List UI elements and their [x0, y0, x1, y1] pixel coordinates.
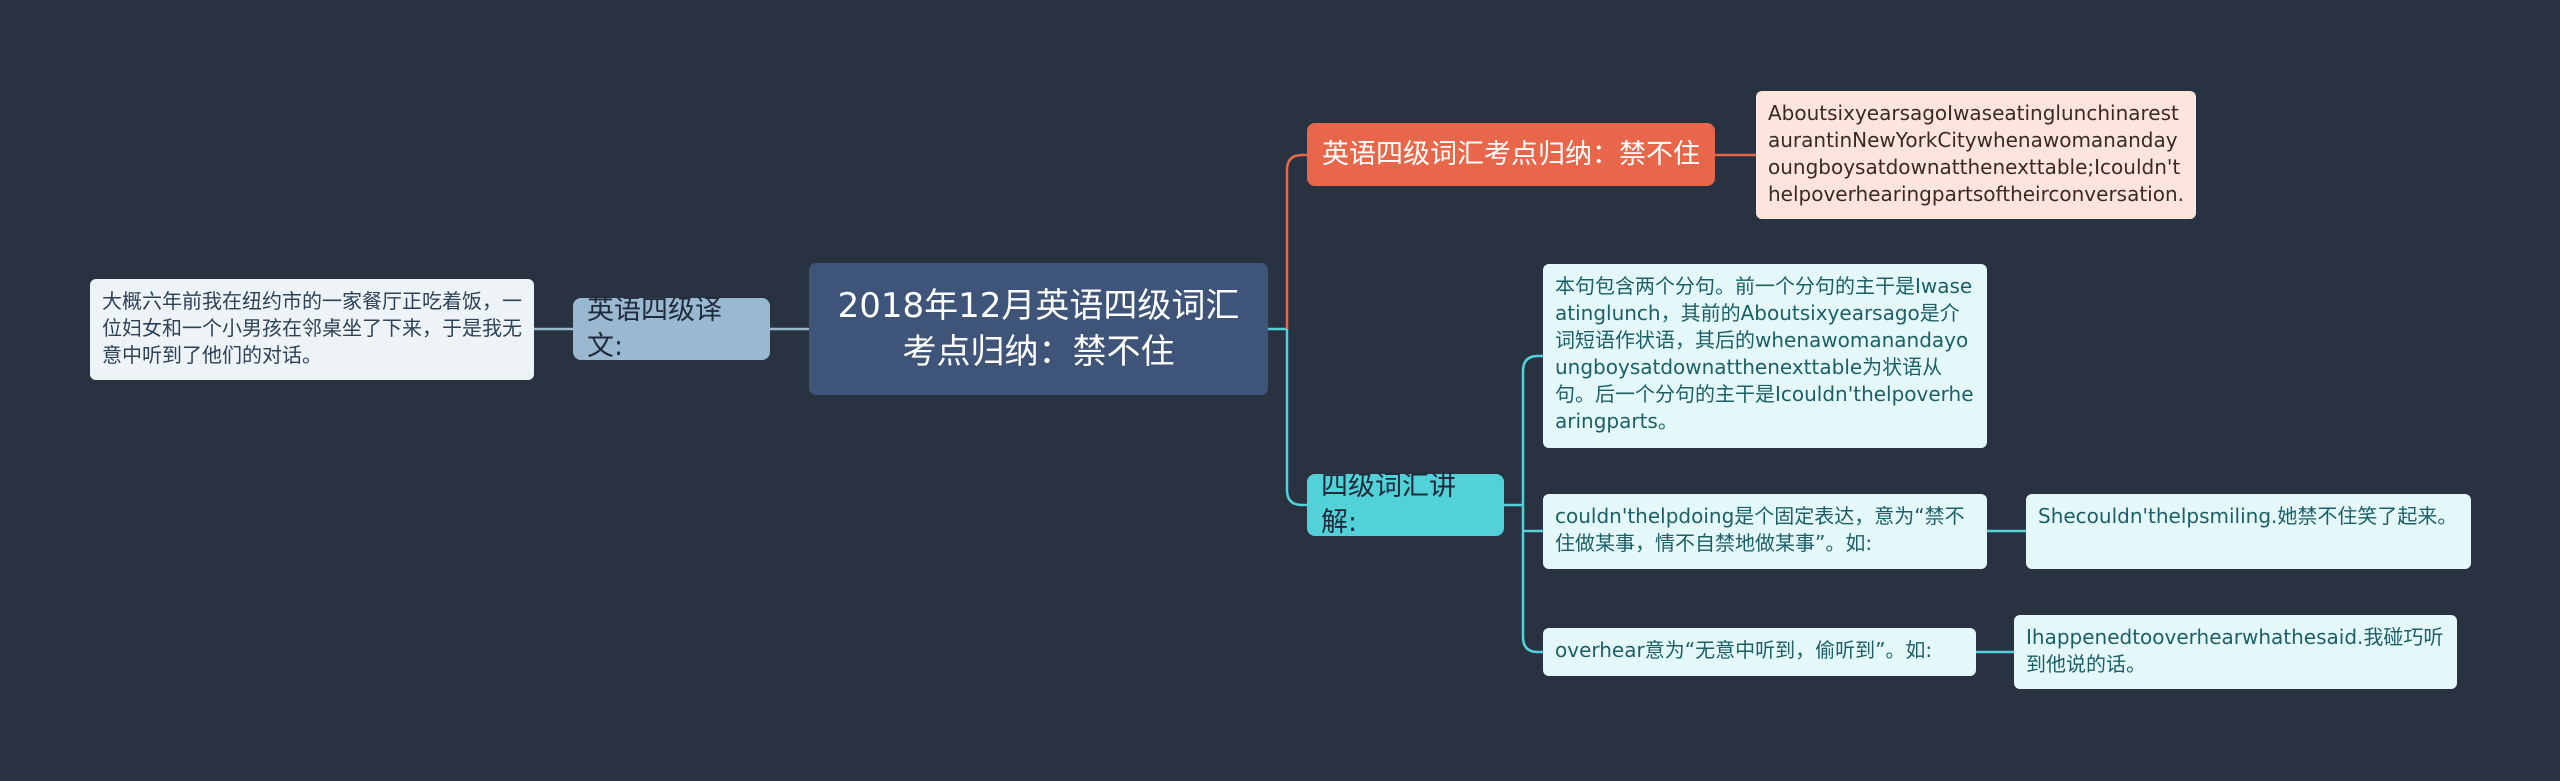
leaf-original-sentence[interactable]: AboutsixyearsagoIwaseatinglunchinarestau…: [1756, 91, 2196, 219]
leaf-translation-text[interactable]: 大概六年前我在纽约市的一家餐厅正吃着饭，一位妇女和一个小男孩在邻桌坐了下来，于是…: [90, 279, 534, 380]
branch-translation-label: 英语四级译文:: [587, 295, 722, 362]
leaf-couldnt-help-doing-label: couldn'thelpdoing是个固定表达，意为“禁不住做某事，情不自禁地做…: [1555, 504, 1965, 555]
leaf-example-overheard[interactable]: Ihappenedtooverhearwhathesaid.我碰巧听到他说的话。: [2014, 615, 2457, 689]
leaf-example-overheard-label: Ihappenedtooverhearwhathesaid.我碰巧听到他说的话。: [2026, 625, 2444, 676]
connector-hub-red: [1285, 153, 1307, 329]
branch-vocabulary-summary-label: 英语四级词汇考点归纳：禁不住: [1322, 138, 1700, 170]
root-topic[interactable]: 2018年12月英语四级词汇考点归纳：禁不住: [809, 263, 1268, 395]
branch-translation[interactable]: 英语四级译文:: [573, 295, 770, 362]
leaf-sentence-analysis[interactable]: 本句包含两个分句。前一个分句的主干是Iwaseatinglunch，其前的Abo…: [1543, 264, 1987, 448]
branch-vocabulary-summary[interactable]: 英语四级词汇考点归纳：禁不住: [1307, 123, 1715, 186]
leaf-example-smiling-label: Shecouldn'thelpsmiling.她禁不住笑了起来。: [2038, 504, 2458, 528]
branch-vocabulary-explanation-label: 四级词汇讲解:: [1321, 471, 1456, 538]
leaf-example-smiling[interactable]: Shecouldn'thelpsmiling.她禁不住笑了起来。: [2026, 494, 2471, 569]
leaf-sentence-analysis-label: 本句包含两个分句。前一个分句的主干是Iwaseatinglunch，其前的Abo…: [1555, 274, 1974, 433]
leaf-overhear-label: overhear意为“无意中听到，偷听到”。如:: [1555, 638, 1933, 662]
leaf-original-sentence-label: AboutsixyearsagoIwaseatinglunchinarestau…: [1768, 101, 2185, 206]
leaf-translation-label: 大概六年前我在纽约市的一家餐厅正吃着饭，一位妇女和一个小男孩在邻桌坐了下来，于是…: [102, 289, 522, 367]
leaf-overhear[interactable]: overhear意为“无意中听到，偷听到”。如:: [1543, 628, 1976, 676]
root-topic-label: 2018年12月英语四级词汇考点归纳：禁不住: [837, 286, 1240, 372]
connector-cyan-leaves: [1504, 354, 1543, 654]
leaf-couldnt-help-doing[interactable]: couldn'thelpdoing是个固定表达，意为“禁不住做某事，情不自禁地做…: [1543, 494, 1987, 569]
branch-vocabulary-explanation[interactable]: 四级词汇讲解:: [1307, 471, 1504, 538]
connector-hub-cyan: [1285, 329, 1307, 507]
